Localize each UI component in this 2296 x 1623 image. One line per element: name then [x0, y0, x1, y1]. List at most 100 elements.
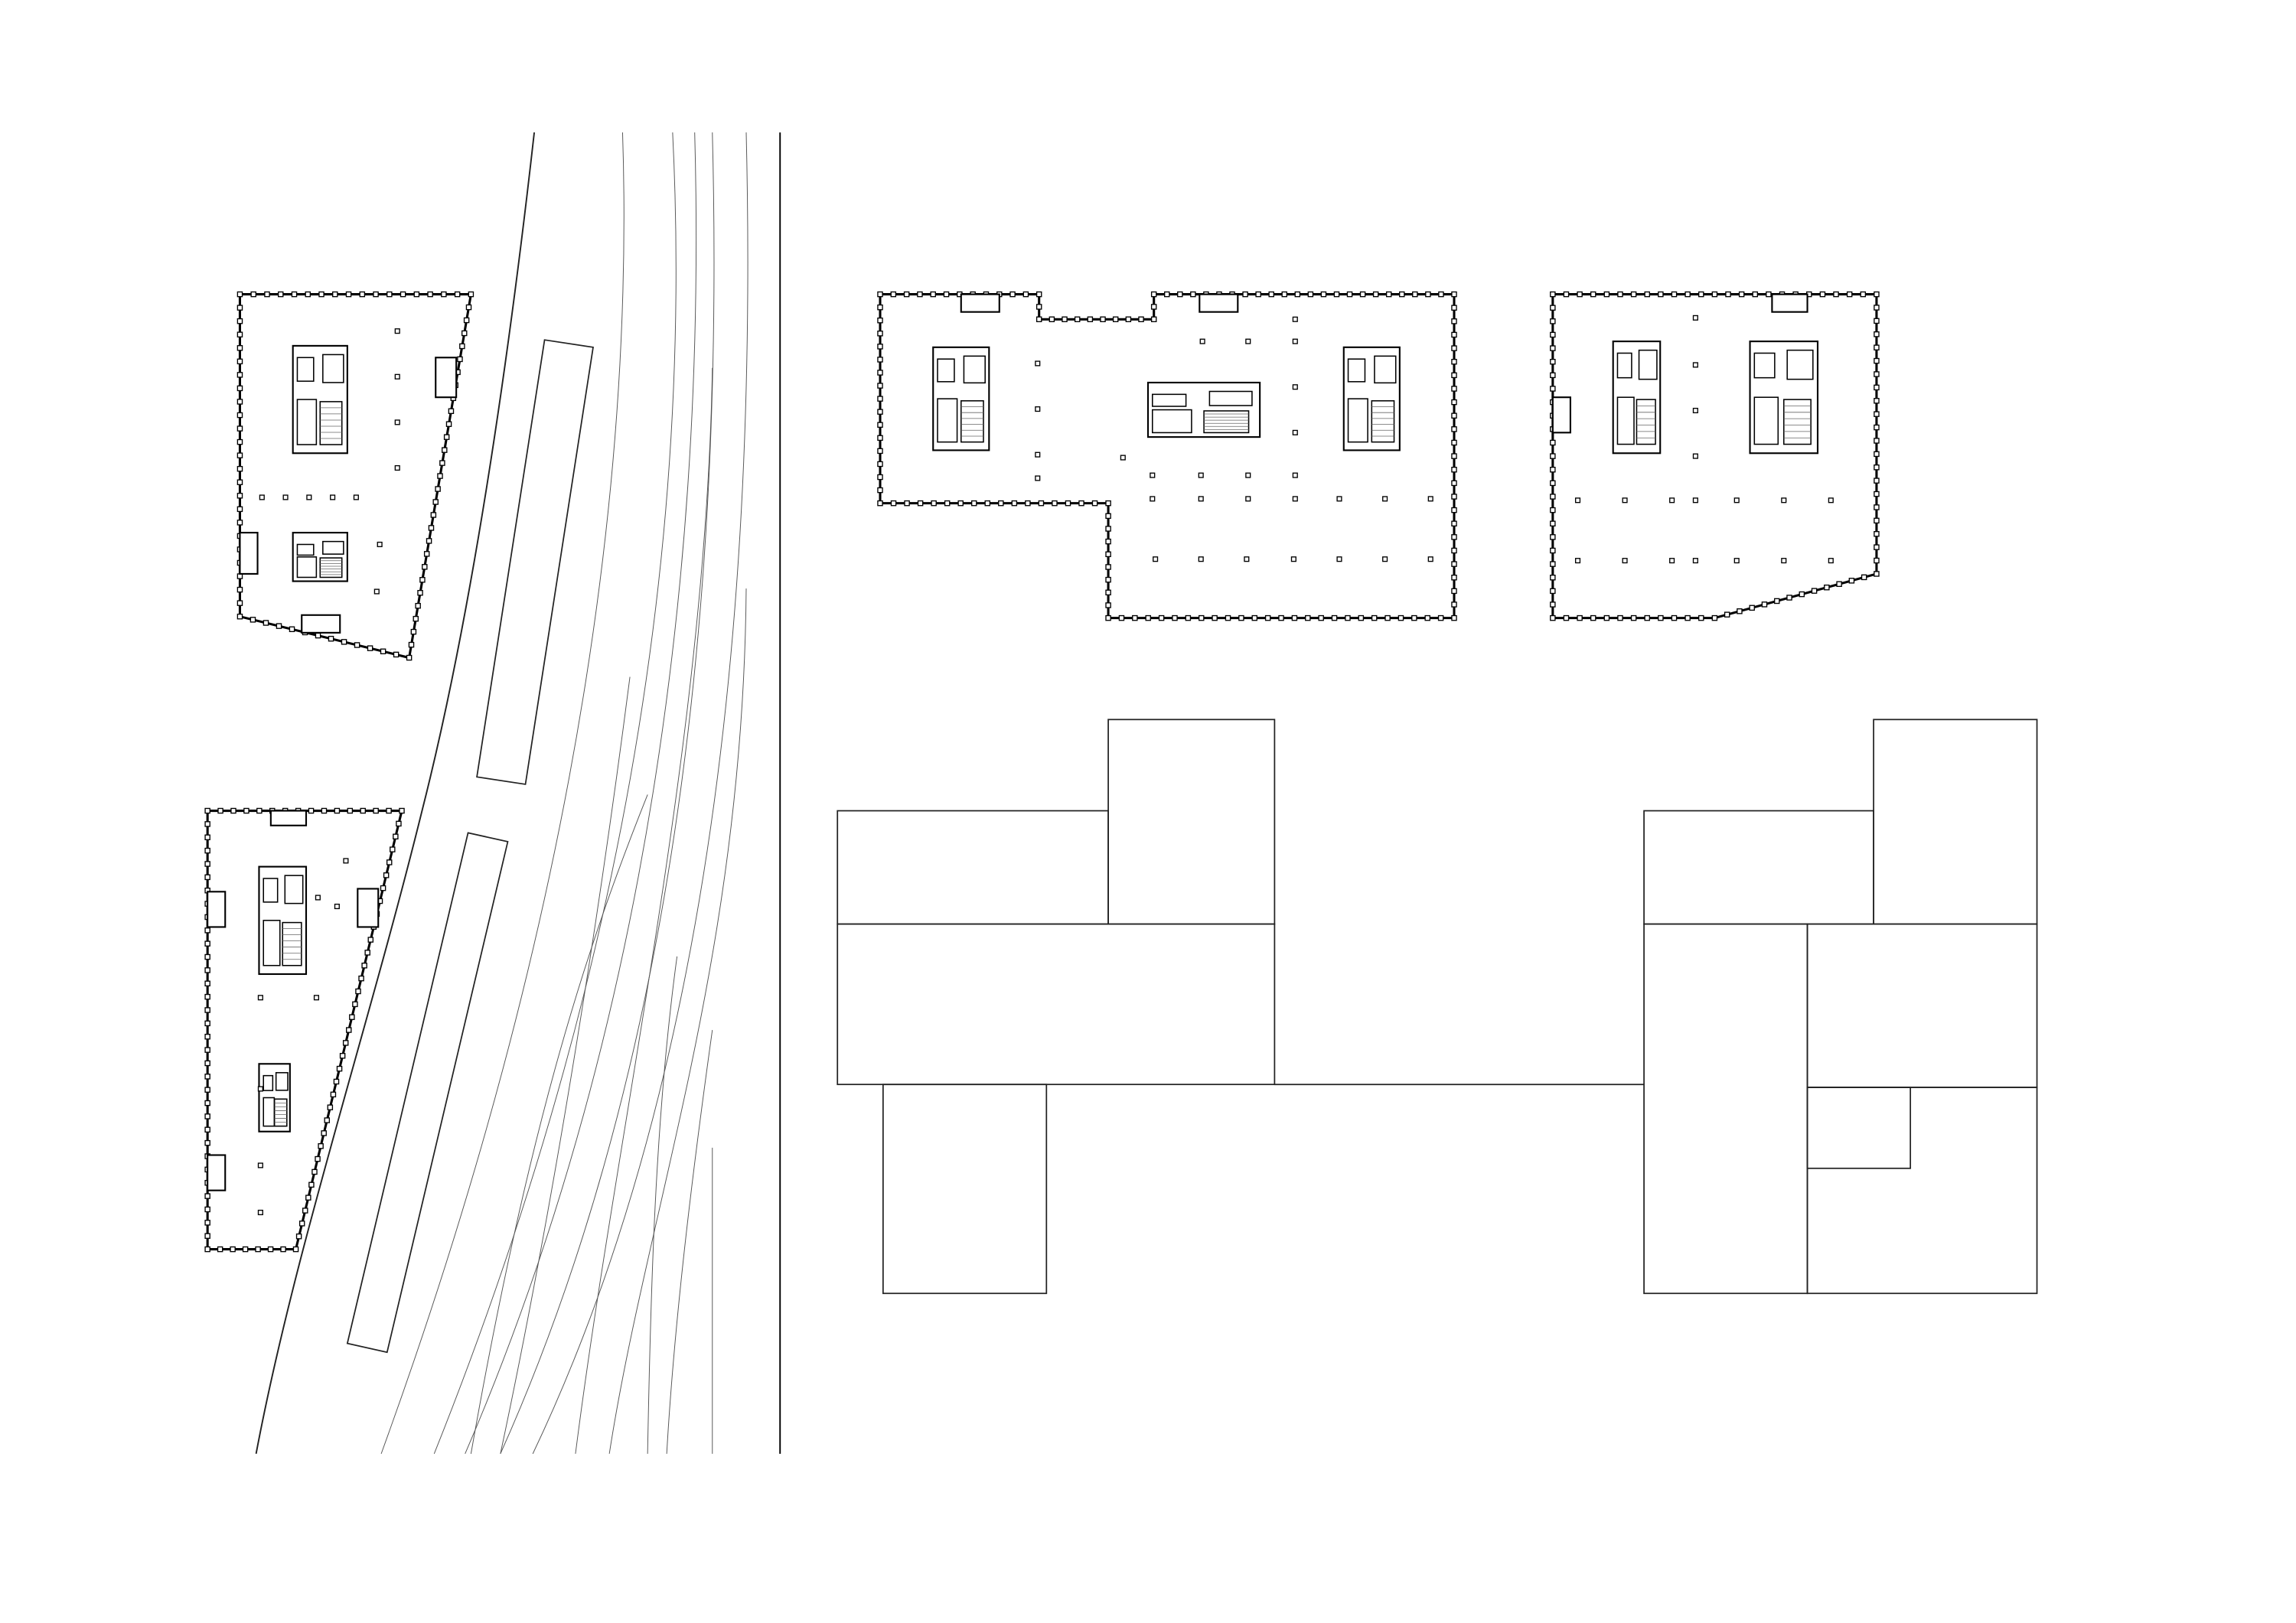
- elevator-shaft: [322, 540, 344, 555]
- perimeter-column: [1331, 614, 1338, 621]
- stair-outline: [1203, 410, 1250, 434]
- perimeter-column: [442, 447, 448, 453]
- perimeter-column: [1035, 316, 1042, 323]
- interior-column: [1574, 497, 1581, 504]
- elevator-shaft: [1152, 393, 1187, 407]
- perimeter-column: [291, 291, 298, 298]
- perimeter-column: [386, 807, 392, 814]
- perimeter-column: [256, 807, 263, 814]
- perimeter-column: [998, 500, 1004, 507]
- perimeter-column: [358, 975, 364, 982]
- window-bay: [1199, 293, 1239, 313]
- crossover-line: [500, 676, 631, 1454]
- perimeter-column: [1125, 316, 1132, 323]
- perimeter-column: [1011, 500, 1018, 507]
- massing-block: [837, 810, 1109, 925]
- perimeter-column: [1451, 534, 1457, 540]
- perimeter-column: [1451, 439, 1457, 446]
- perimeter-column: [318, 291, 325, 298]
- shaft: [296, 399, 318, 445]
- perimeter-column: [236, 613, 243, 620]
- perimeter-column: [413, 615, 419, 622]
- interior-column: [1035, 406, 1041, 412]
- perimeter-column: [1874, 557, 1880, 564]
- building-core: [258, 1063, 291, 1133]
- interior-column: [1574, 558, 1581, 564]
- perimeter-column: [419, 577, 426, 583]
- perimeter-column: [1550, 507, 1556, 513]
- perimeter-column: [332, 291, 338, 298]
- perimeter-column: [359, 291, 366, 298]
- perimeter-column: [1451, 466, 1457, 473]
- perimeter-column: [1550, 305, 1556, 311]
- perimeter-column: [236, 438, 243, 445]
- window-bay: [960, 293, 1000, 313]
- building-floor-plan: [1550, 291, 1880, 621]
- perimeter-column: [1874, 344, 1880, 350]
- perimeter-column: [1671, 291, 1678, 298]
- building-floor-plan: [204, 807, 405, 1253]
- perimeter-column: [1281, 291, 1288, 298]
- perimeter-column: [1550, 291, 1556, 298]
- building-floor-plan: [877, 291, 1457, 621]
- interior-column: [1733, 558, 1740, 564]
- perimeter-column: [1198, 614, 1205, 621]
- perimeter-column: [318, 1142, 324, 1149]
- stair-icon: [1203, 410, 1250, 434]
- interior-column: [1245, 338, 1251, 344]
- perimeter-column: [1451, 507, 1457, 513]
- stair-icon: [1636, 399, 1656, 445]
- perimeter-column: [321, 807, 328, 814]
- perimeter-column: [1451, 345, 1457, 351]
- perimeter-column: [1333, 291, 1340, 298]
- building-floor-plan: [236, 291, 475, 661]
- interior-column: [1336, 556, 1342, 562]
- platform: [346, 832, 509, 1354]
- elevator-shaft: [284, 875, 304, 904]
- perimeter-column: [373, 807, 379, 814]
- perimeter-column: [311, 1168, 318, 1175]
- perimeter-column: [1874, 438, 1880, 444]
- perimeter-column: [1550, 614, 1556, 621]
- perimeter-column: [328, 635, 334, 642]
- perimeter-column: [1874, 477, 1880, 484]
- perimeter-column: [1307, 291, 1314, 298]
- perimeter-column: [877, 317, 883, 324]
- perimeter-column: [1118, 614, 1125, 621]
- perimeter-column: [439, 460, 445, 466]
- interior-column: [1153, 556, 1159, 562]
- perimeter-column: [236, 412, 243, 419]
- perimeter-column: [400, 291, 406, 298]
- interior-column: [1292, 384, 1298, 390]
- perimeter-column: [1824, 584, 1830, 591]
- perimeter-column: [1451, 520, 1457, 526]
- perimeter-column: [1811, 588, 1818, 594]
- interior-column: [1692, 558, 1698, 564]
- perimeter-column: [1698, 614, 1704, 621]
- perimeter-column: [1062, 316, 1068, 323]
- perimeter-column: [1438, 291, 1444, 298]
- perimeter-column: [944, 500, 951, 507]
- perimeter-column: [361, 963, 367, 969]
- elevator-shaft: [296, 543, 315, 556]
- perimeter-column: [236, 345, 243, 351]
- elevator-shaft: [937, 358, 955, 383]
- perimeter-column: [877, 435, 883, 442]
- perimeter-column: [255, 1246, 261, 1253]
- perimeter-column: [1145, 614, 1151, 621]
- elevator-shaft: [1638, 349, 1658, 380]
- perimeter-column: [1385, 291, 1392, 298]
- interior-column: [1198, 556, 1204, 562]
- perimeter-column: [1320, 291, 1327, 298]
- perimeter-column: [236, 318, 243, 324]
- perimeter-column: [1359, 291, 1366, 298]
- perimeter-column: [1132, 614, 1138, 621]
- perimeter-column: [406, 654, 413, 661]
- window-bay: [239, 532, 259, 575]
- perimeter-column: [877, 383, 883, 389]
- perimeter-column: [345, 291, 352, 298]
- perimeter-column: [1658, 291, 1664, 298]
- perimeter-column: [1052, 500, 1058, 507]
- perimeter-column: [903, 291, 910, 298]
- perimeter-column: [1451, 331, 1457, 338]
